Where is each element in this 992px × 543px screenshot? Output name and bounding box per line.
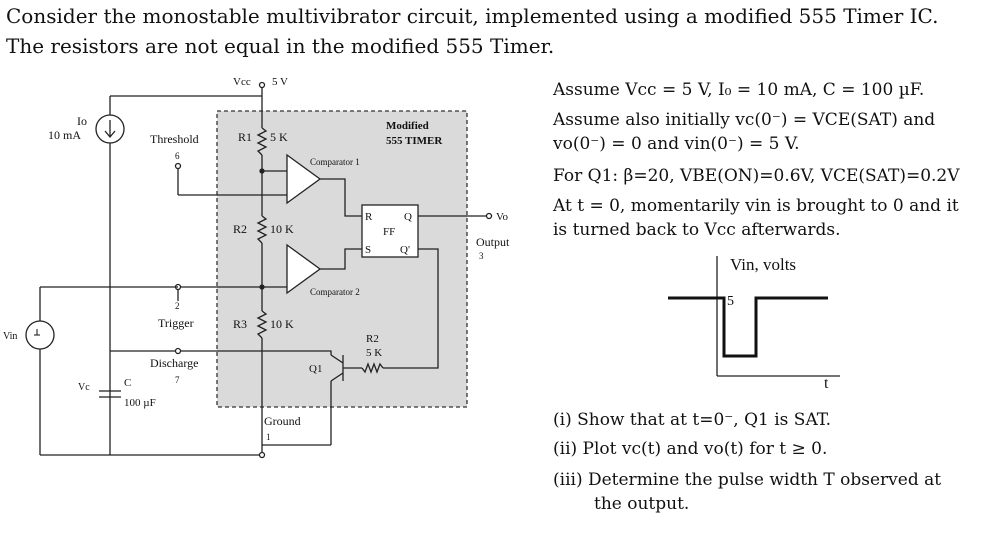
rb-label: R2: [366, 333, 379, 345]
r2-value: 10 K: [270, 222, 294, 236]
r2-label: R2: [233, 222, 247, 236]
q1-label: Q1: [309, 363, 322, 375]
comparator-1-label: Comparator 1: [310, 157, 360, 167]
r3-resistor: [256, 310, 268, 339]
circuit-diagram: Vcc 5 V Io 10 mA Threshold 6 R1 5 K Modi…: [3, 76, 510, 459]
trigger-pin: 2: [175, 301, 180, 311]
ic-box: [216, 110, 468, 408]
r3-value: 10 K: [270, 317, 294, 331]
assumption-line-5: At t = 0, momentarily vin is brought to …: [553, 196, 959, 216]
vcc-value: 5 V: [272, 76, 288, 88]
assumption-line-1: Assume Vcc = 5 V, I₀ = 10 mA, C = 100 µF…: [553, 80, 925, 100]
threshold-label: Threshold: [150, 132, 199, 146]
assumption-line-4: For Q1: β=20, VBE(ON)=0.6V, VCE(SAT)=0.2…: [553, 166, 960, 186]
trigger-label: Trigger: [158, 316, 194, 330]
waveform-ylabel: Vin, volts: [730, 255, 796, 274]
waveform-level: 5: [727, 294, 734, 309]
ground-pin: 1: [266, 432, 271, 442]
output-pin: 3: [479, 251, 484, 261]
comparator-2: [286, 243, 322, 295]
assumption-line-6: is turned back to Vcc afterwards.: [553, 220, 841, 240]
ff-q-label: Q: [404, 211, 412, 223]
question-1: (i) Show that at t=0⁻, Q1 is SAT.: [553, 410, 832, 430]
ff-qbar-label: Q': [400, 244, 410, 256]
timer-name: 555 TIMER: [386, 135, 443, 147]
ground-label: Ground: [264, 414, 301, 428]
threshold-pin: 6: [175, 151, 180, 161]
assumption-line-2: Assume also initially vc(0⁻) = VCE(SAT) …: [553, 110, 936, 130]
assumption-line-3: vo(0⁻) = 0 and vin(0⁻) = 5 V.: [553, 134, 800, 154]
cap-label: C: [124, 377, 131, 389]
r1-label: R1: [238, 130, 252, 144]
modified-label: Modified: [386, 120, 429, 132]
rb-value: 5 K: [366, 347, 382, 359]
comparator-2-label: Comparator 2: [310, 287, 360, 297]
title-line-2: The resistors are not equal in the modif…: [6, 34, 555, 58]
discharge-label: Discharge: [150, 356, 198, 370]
r1-resistor: [256, 127, 268, 156]
cap-value: 100 µF: [124, 397, 156, 409]
vc-label: Vc: [78, 382, 90, 393]
r3-label: R3: [233, 317, 247, 331]
r1-value: 5 K: [270, 130, 288, 144]
flip-flop: [361, 204, 419, 258]
question-3a: (iii) Determine the pulse width T observ…: [553, 470, 942, 490]
vin-label: Vin: [3, 331, 17, 342]
ff-s-label: S: [365, 244, 371, 256]
question-3b: the output.: [594, 494, 690, 514]
waveform-xlabel: t: [824, 375, 829, 392]
vo-label: Vo: [496, 211, 509, 223]
vcc-label: Vcc: [233, 76, 251, 88]
title-line-1: Consider the monostable multivibrator ci…: [6, 4, 939, 28]
ff-label: FF: [383, 226, 395, 238]
discharge-pin: 7: [175, 375, 180, 385]
io-label: Io: [77, 114, 87, 128]
base-resistor: [361, 362, 384, 374]
r2-resistor: [256, 215, 268, 244]
vin-waveform: Vin, volts 5 t: [668, 255, 840, 392]
io-value: 10 mA: [48, 128, 81, 142]
output-label: Output: [476, 235, 510, 249]
comparator-1: [286, 153, 322, 205]
ff-r-label: R: [365, 211, 373, 223]
question-2: (ii) Plot vc(t) and vo(t) for t ≥ 0.: [553, 439, 828, 459]
